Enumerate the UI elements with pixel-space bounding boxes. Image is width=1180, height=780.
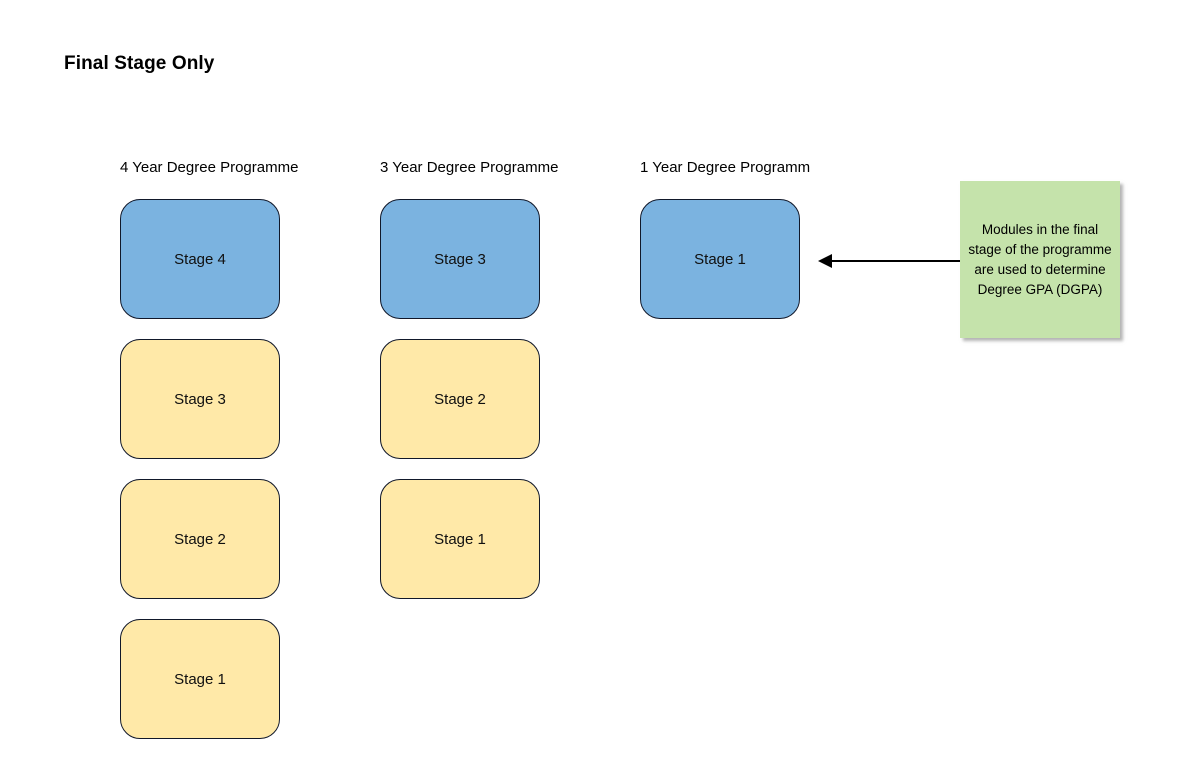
stage-box-4year-stage2[interactable]: Stage 2 xyxy=(120,479,280,599)
stage-box-1year-stage1[interactable]: Stage 1 xyxy=(640,199,800,319)
annotation-note[interactable]: Modules in the final stage of the progra… xyxy=(960,181,1120,338)
stage-box-3year-stage3[interactable]: Stage 3 xyxy=(380,199,540,319)
annotation-note-text: Modules in the final stage of the progra… xyxy=(968,221,1112,297)
stage-box-3year-stage1[interactable]: Stage 1 xyxy=(380,479,540,599)
column-header-1-year: 1 Year Degree Programm xyxy=(640,159,811,176)
stage-box-label: Stage 1 xyxy=(174,670,226,688)
stage-box-label: Stage 4 xyxy=(174,250,226,268)
column-header-3-year: 3 Year Degree Programme xyxy=(380,159,559,176)
stage-box-label: Stage 3 xyxy=(174,390,226,408)
stage-box-label: Stage 2 xyxy=(434,390,486,408)
column-header-4-year: 4 Year Degree Programme xyxy=(120,159,299,176)
note-connector-arrow xyxy=(818,254,960,268)
stage-box-label: Stage 2 xyxy=(174,530,226,548)
stage-box-4year-stage1[interactable]: Stage 1 xyxy=(120,619,280,739)
stage-box-4year-stage3[interactable]: Stage 3 xyxy=(120,339,280,459)
stage-box-label: Stage 3 xyxy=(434,250,486,268)
stage-box-3year-stage2[interactable]: Stage 2 xyxy=(380,339,540,459)
stage-box-4year-stage4[interactable]: Stage 4 xyxy=(120,199,280,319)
stage-box-label: Stage 1 xyxy=(434,530,486,548)
stage-box-label: Stage 1 xyxy=(694,250,746,268)
page-title: Final Stage Only xyxy=(64,53,215,74)
